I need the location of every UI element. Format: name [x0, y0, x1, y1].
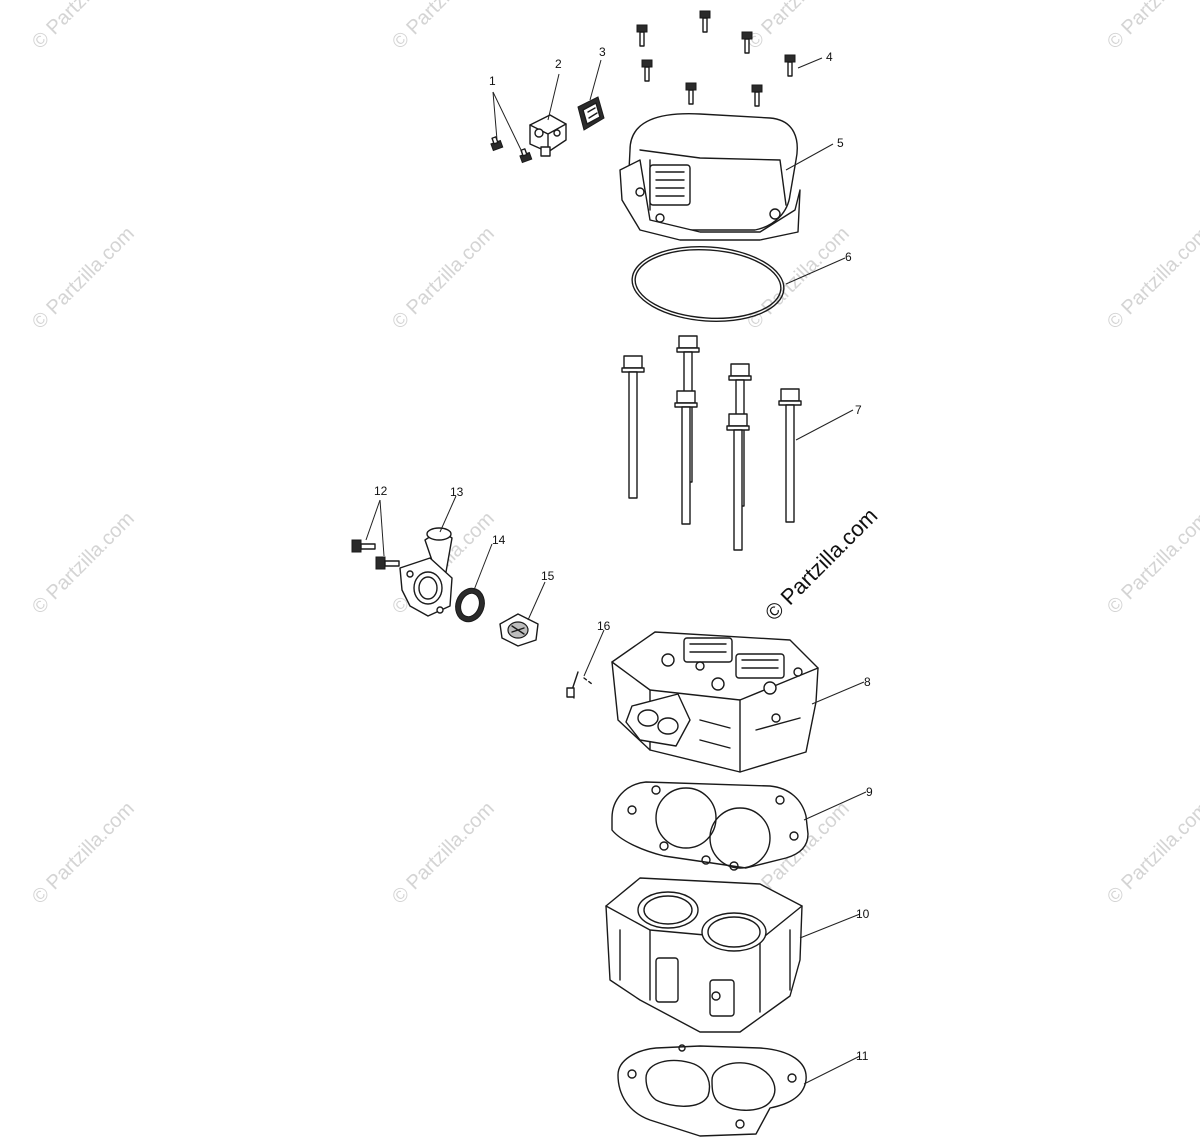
watermark-text: © Partzilla.com	[1103, 223, 1200, 334]
callout-12[interactable]: 12	[374, 484, 388, 498]
callout-8[interactable]: 8	[864, 675, 871, 689]
watermark-text: © Partzilla.com	[743, 0, 854, 54]
callout-11[interactable]: 11	[856, 1049, 869, 1063]
valve-cover-bolts[interactable]	[636, 10, 796, 107]
watermark-text: © Partzilla.com	[388, 223, 499, 334]
thermostat-housing[interactable]	[399, 527, 453, 617]
thermostat-seal[interactable]	[451, 584, 489, 626]
watermark-layer: © Partzilla.com © Partzilla.com © Partzill…	[28, 0, 1200, 909]
watermark-text: © Partzilla.com	[1103, 798, 1200, 909]
callout-3[interactable]: 3	[599, 45, 606, 59]
callout-1[interactable]: 1	[489, 74, 496, 88]
callout-10[interactable]: 10	[856, 907, 870, 921]
watermark-text: © Partzilla.com	[388, 798, 499, 909]
watermark-text: © Partzilla.com	[1103, 0, 1200, 54]
valve-cover-gasket[interactable]	[630, 242, 787, 326]
watermark-text: © Partzilla.com	[28, 798, 139, 909]
breather-housing[interactable]	[529, 114, 567, 157]
bleed-fitting[interactable]	[566, 671, 593, 699]
callout-7[interactable]: 7	[855, 403, 862, 417]
cylinder-head[interactable]	[611, 631, 819, 773]
watermark-text: © Partzilla.com	[28, 0, 139, 54]
watermark-text: © Partzilla.com	[1103, 508, 1200, 619]
callout-13[interactable]: 13	[450, 485, 464, 499]
callout-2[interactable]: 2	[555, 57, 562, 71]
callout-15[interactable]: 15	[541, 569, 555, 583]
leader-lines	[365, 57, 867, 1085]
cylinder-block[interactable]	[605, 877, 803, 1033]
head-gasket[interactable]	[611, 781, 809, 871]
callout-4[interactable]: 4	[826, 50, 833, 64]
thermostat[interactable]	[499, 613, 539, 647]
callout-9[interactable]: 9	[866, 785, 873, 799]
partzilla-credit: © Partzilla.com	[760, 503, 883, 626]
watermark-text: © Partzilla.com	[28, 223, 139, 334]
callout-14[interactable]: 14	[492, 533, 506, 547]
breather-filter[interactable]	[577, 96, 605, 131]
base-gasket[interactable]	[617, 1044, 807, 1137]
callout-labels: 1 2 3 4 5 6 7 12 13 14 15 16 8 9 10 11	[374, 45, 873, 1063]
breather-screws[interactable]	[489, 136, 533, 164]
callout-5[interactable]: 5	[837, 136, 844, 150]
watermark-text: © Partzilla.com	[388, 0, 499, 54]
watermark-text: © Partzilla.com	[28, 508, 139, 619]
callout-16[interactable]: 16	[597, 619, 611, 633]
callout-6[interactable]: 6	[845, 250, 852, 264]
valve-cover[interactable]	[619, 113, 801, 241]
thermostat-housing-bolts[interactable]	[351, 539, 400, 570]
cylinder-head-bolts[interactable]	[621, 335, 802, 551]
